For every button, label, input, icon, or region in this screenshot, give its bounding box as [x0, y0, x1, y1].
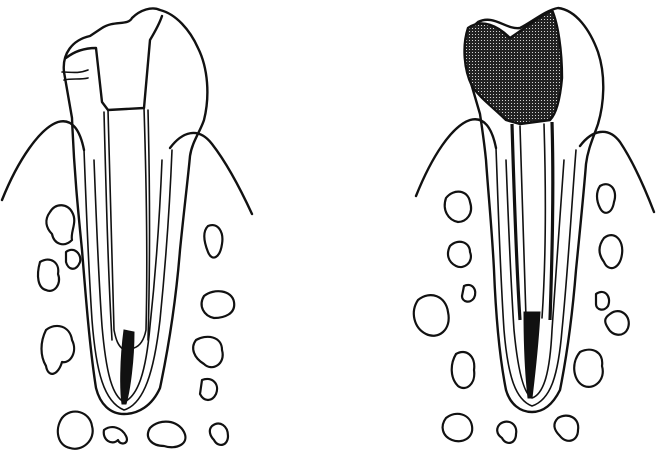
right-canal-wall-right — [550, 122, 553, 320]
right-canal-wall-left — [512, 124, 520, 320]
right-canal-inner-right — [542, 124, 545, 318]
left-bone-fragment — [210, 424, 228, 445]
left-bone-fragment — [200, 379, 217, 400]
right-bone-fragment — [445, 192, 471, 222]
left-bone-fragment — [46, 205, 74, 244]
right-bone-fragment — [448, 242, 471, 267]
left-canal-wall-right — [148, 110, 150, 340]
left-bone-fragment — [204, 225, 222, 257]
right-bone-fragment — [414, 295, 449, 336]
right-bone-fragment — [600, 235, 623, 268]
left-bone-fragment — [202, 291, 235, 318]
left-bone-fragment — [66, 250, 80, 269]
left-crown-restoration-edge — [66, 16, 162, 110]
right-canal-inner-left — [520, 126, 526, 318]
right-bone-fragment — [574, 350, 603, 387]
left-gum-contour-outer-right — [170, 133, 252, 214]
left-bone-fragment — [104, 427, 127, 443]
right-bone-fragment — [597, 184, 615, 213]
left-tooth-outline — [64, 8, 208, 414]
left-bone-fragment — [42, 326, 75, 374]
right-bone-fragment — [443, 414, 473, 441]
left-stippled-canal-filling — [108, 108, 147, 350]
right-bone-fragment — [497, 422, 516, 443]
left-bone-fragment — [58, 412, 93, 449]
right-bone-fragment — [462, 285, 475, 302]
left-bone-fragment — [193, 337, 223, 367]
left-root-apex-dark — [121, 330, 134, 404]
left-bone-fragment — [38, 260, 59, 291]
right-root-apex-dark — [524, 312, 540, 398]
left-bone-fragment — [148, 422, 185, 448]
right-gum-contour-outer-left — [416, 119, 496, 196]
left-tooth-panel — [2, 8, 252, 448]
right-bone-fragment — [554, 416, 578, 441]
right-bone-fragment — [605, 311, 629, 335]
right-bone-fragment — [452, 352, 475, 388]
right-bone-fragment — [596, 292, 609, 310]
right-tooth-panel — [414, 8, 654, 443]
